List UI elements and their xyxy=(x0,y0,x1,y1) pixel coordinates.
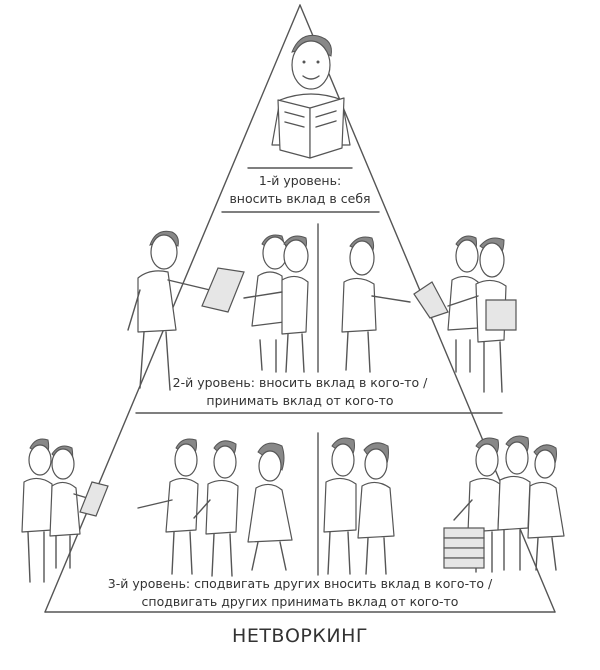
book-stack-icon xyxy=(444,528,484,568)
level1-caption: 1-й уровень: вносить вклад в себя xyxy=(200,172,400,208)
couple-figure-right xyxy=(448,236,516,392)
level3-line1: 3-й уровень: сподвигать других вносить в… xyxy=(80,575,520,593)
giver-man-figure xyxy=(128,231,210,390)
level2-caption: 2-й уровень: вносить вклад в кого-то / п… xyxy=(150,374,450,410)
couple-figure-left xyxy=(244,235,308,372)
tier3-couple-middle xyxy=(324,438,394,574)
diagram-title: НЕТВОРКИНГ xyxy=(0,625,600,647)
level2-line2: принимать вклад от кого-то xyxy=(150,392,450,410)
level1-line2: вносить вклад в себя xyxy=(200,190,400,208)
book-icon xyxy=(202,268,244,312)
level2-line1: 2-й уровень: вносить вклад в кого-то / xyxy=(150,374,450,392)
level1-line1: 1-й уровень: xyxy=(200,172,400,190)
receiver-man-figure xyxy=(342,237,410,372)
book-icon-3 xyxy=(80,482,108,516)
level3-caption: 3-й уровень: сподвигать других вносить в… xyxy=(80,575,520,611)
tier3-trio-left xyxy=(138,439,292,576)
level3-line2: сподвигать других принимать вклад от ког… xyxy=(80,593,520,611)
